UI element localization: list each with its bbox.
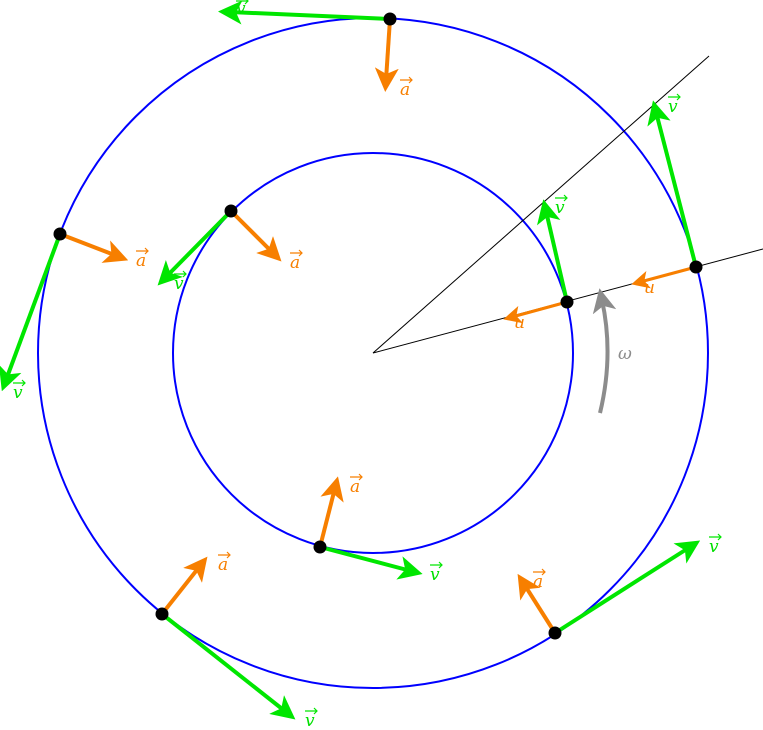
- acceleration-arrow: [229, 209, 282, 262]
- acceleration-arrow: [374, 18, 399, 92]
- velocity-label: v: [668, 97, 678, 117]
- velocity-arrow: [647, 100, 698, 268]
- velocity-label: v: [709, 537, 719, 557]
- velocity-arrow: [319, 545, 423, 580]
- acceleration-label: a: [533, 572, 543, 592]
- point: [560, 295, 574, 309]
- overarrow-icon: [533, 568, 546, 576]
- acceleration-arrow: [318, 476, 344, 548]
- point: [155, 607, 169, 621]
- u-label: u: [644, 278, 655, 298]
- overarrow-icon: [555, 194, 568, 202]
- omega-label: ω: [618, 344, 632, 364]
- velocity-arrow: [218, 0, 391, 25]
- u-arrow: [503, 300, 568, 324]
- acceleration-label: a: [218, 555, 228, 575]
- acceleration-label: a: [290, 253, 300, 273]
- velocity-arrow: [0, 233, 62, 392]
- point: [689, 260, 703, 274]
- acceleration-label: a: [350, 477, 360, 497]
- point: [53, 227, 67, 241]
- inner-circle: [172, 152, 574, 554]
- vector-overarrows: [13, 0, 722, 715]
- velocity-label: v: [174, 274, 184, 294]
- overarrow-icon: [305, 707, 318, 715]
- velocity-label: v: [430, 565, 440, 585]
- overarrow-icon: [430, 561, 443, 569]
- omega-arrow: [592, 288, 617, 414]
- acceleration-arrow: [517, 573, 557, 635]
- velocity-label: v: [13, 383, 23, 403]
- overarrow-icon: [174, 270, 187, 278]
- overarrow-icon: [350, 473, 363, 481]
- acceleration-label: a: [136, 251, 146, 271]
- overarrow-icon: [290, 249, 303, 257]
- u-arrow: [631, 265, 697, 289]
- velocity-label: v: [555, 198, 565, 218]
- point: [224, 204, 238, 218]
- u-label: u: [514, 313, 525, 333]
- overarrow-icon: [668, 93, 681, 101]
- point: [313, 540, 327, 554]
- point: [383, 12, 397, 26]
- velocity-arrow: [537, 199, 569, 303]
- overarrow-icon: [709, 533, 722, 541]
- acceleration-arrow: [160, 556, 208, 616]
- acceleration-arrow: [59, 232, 129, 263]
- overarrow-icon: [13, 379, 26, 387]
- overarrow-icon: [136, 247, 149, 255]
- acceleration-label: a: [400, 80, 410, 100]
- point: [548, 626, 562, 640]
- velocity-label: v: [305, 711, 315, 730]
- velocity-label: v: [236, 0, 246, 19]
- velocity-arrow: [160, 612, 296, 720]
- velocity-arrow: [157, 209, 233, 286]
- overarrow-icon: [218, 551, 231, 559]
- overarrow-icon: [400, 76, 413, 84]
- velocity-arrow: [553, 540, 701, 635]
- overarrow-icon: [236, 0, 249, 5]
